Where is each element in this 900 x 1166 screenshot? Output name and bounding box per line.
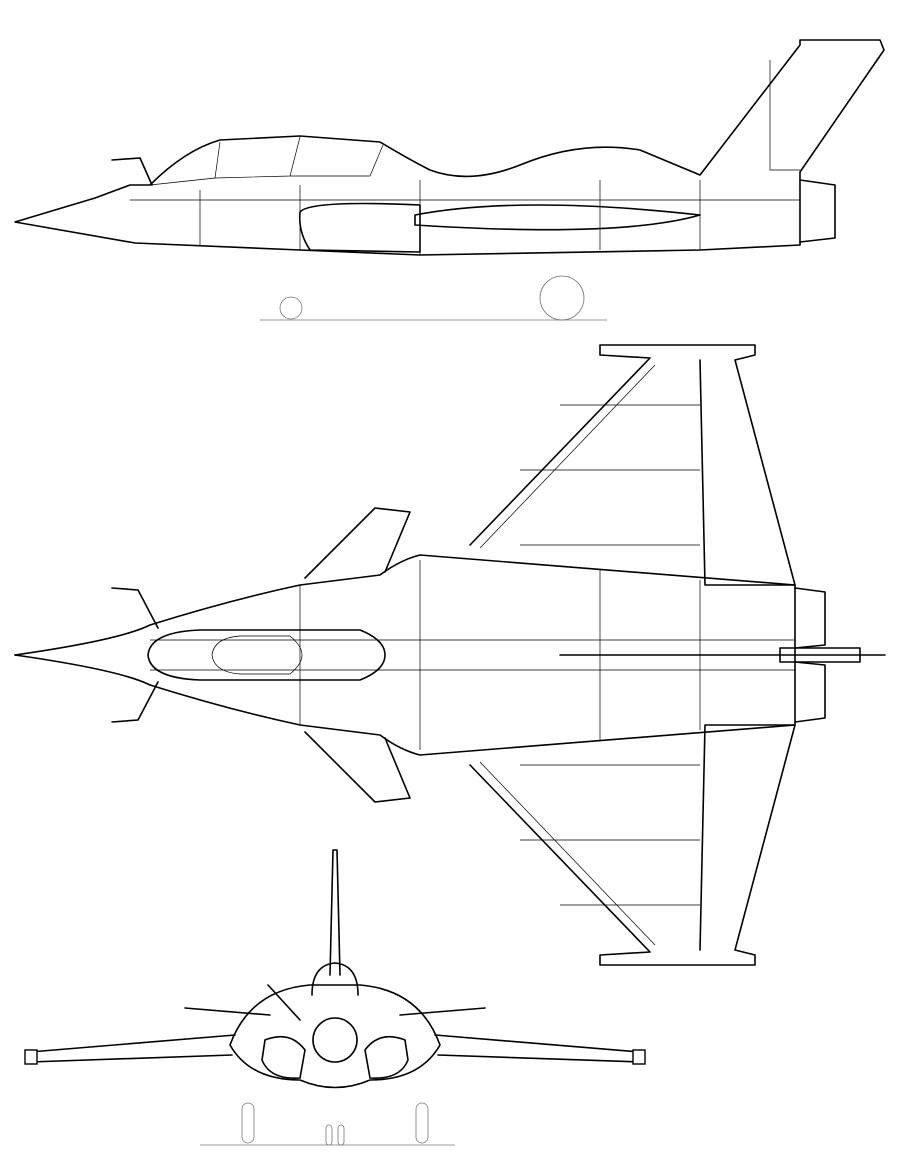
side-fuel-tank: [414, 204, 701, 231]
right-wingtip-rail: [632, 1049, 646, 1065]
refuelling-probe: [267, 984, 301, 1021]
front-view: [24, 849, 646, 1146]
front-fuselage: [229, 984, 441, 1089]
left-canard: [184, 1007, 271, 1016]
left-intake: [261, 1035, 306, 1079]
tail-probe: [559, 647, 886, 663]
vertical-fin: [329, 849, 341, 976]
right-intake: [364, 1035, 409, 1079]
right-wing: [434, 1034, 641, 1063]
nose-wheel-left: [325, 1124, 333, 1146]
nose-wheel-right: [337, 1124, 345, 1146]
top-view-upper-half: [14, 344, 826, 656]
main-wheel: [539, 275, 585, 321]
nose-wheel: [279, 296, 303, 320]
side-fuselage-outline: [14, 39, 885, 256]
front-canopy: [311, 962, 359, 996]
side-view: [14, 39, 885, 321]
front-engine-nozzle: [312, 1017, 358, 1063]
right-main-wheel: [415, 1102, 429, 1144]
canopy-top: [147, 629, 386, 681]
side-refuelling-probe: [111, 157, 153, 186]
side-exhaust-nozzle: [799, 179, 836, 243]
right-canard: [399, 1007, 486, 1016]
top-view: [14, 344, 886, 966]
wing: [469, 344, 796, 586]
side-panel-lines: [130, 60, 800, 255]
canard: [304, 507, 411, 579]
left-main-wheel: [241, 1102, 255, 1144]
left-wing: [29, 1034, 236, 1063]
side-canopy-frame: [149, 136, 384, 186]
left-wingtip-rail: [24, 1049, 38, 1065]
exhaust: [794, 587, 826, 649]
side-air-intake: [298, 202, 421, 253]
